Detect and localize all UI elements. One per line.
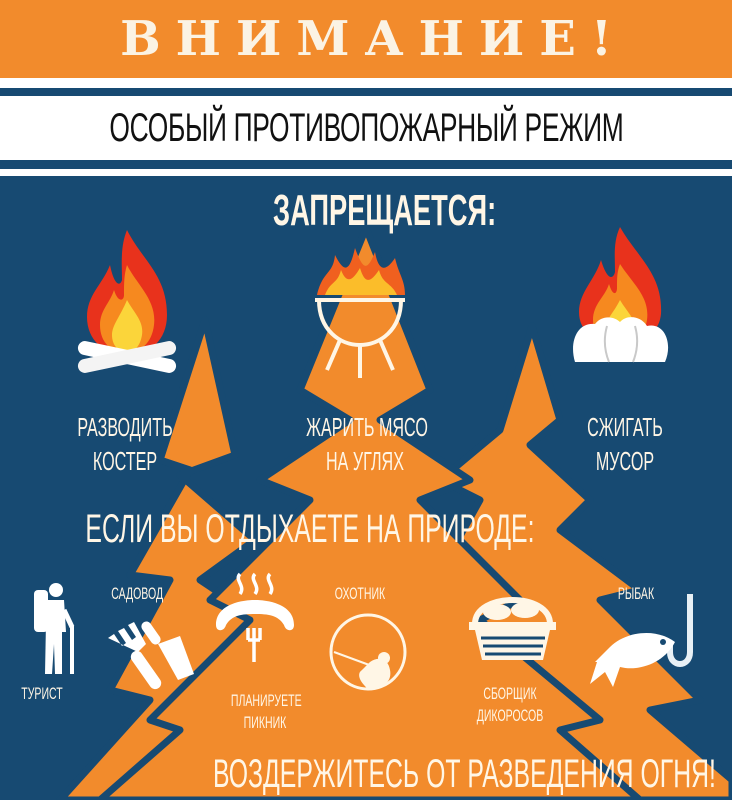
label-line: СЖИГАТЬ: [587, 412, 663, 442]
role-label-picnic: ПЛАНИРУЕТЕ ПИКНИК: [230, 690, 302, 734]
label-line: НА УГЛЯХ: [326, 446, 404, 476]
fish-hook-icon: [590, 594, 693, 687]
role-label-fisherman: РЫБАК: [617, 584, 655, 603]
label-line: ПИКНИК: [243, 713, 287, 732]
burning-trash-icon: [573, 227, 669, 363]
regime-title: ОСОБЫЙ ПРОТИВОПОЖАРНЫЙ РЕЖИМ: [108, 105, 624, 150]
role-label-gardener: САДОВОД: [111, 584, 164, 603]
attention-banner: ВНИМАНИЕ!: [0, 0, 732, 78]
prohibited-item-campfire: РАЗВОДИТЬ КОСТЕР: [75, 410, 174, 478]
divider-white: [0, 169, 732, 176]
outdoors-heading: ЕСЛИ ВЫ ОТДЫХАЕТЕ НА ПРИРОДЕ:: [85, 507, 535, 551]
hunter-icon: [329, 613, 407, 691]
prohibited-item-trash: СЖИГАТЬ МУСОР: [575, 410, 674, 478]
garden-tools-icon: [108, 621, 194, 690]
label-line: СБОРЩИК: [483, 684, 537, 703]
role-label-gatherer: СБОРЩИК ДИКОРОСОВ: [476, 683, 544, 727]
sausage-fork-icon: [216, 572, 294, 662]
mushroom-basket-icon: [469, 597, 556, 660]
left-tree: [56, 316, 334, 800]
hiker-icon: [34, 583, 75, 674]
divider-blue: [0, 88, 732, 96]
label-line: РАЗВОДИТЬ: [77, 412, 173, 442]
divider-blue: [0, 160, 732, 169]
campfire-icon: [77, 230, 177, 373]
label-line: МУСОР: [595, 446, 655, 476]
grill-icon: [315, 248, 405, 378]
prohibited-heading: ЗАПРЕЩАЕТСЯ:: [273, 186, 497, 235]
label-line: КОСТЕР: [92, 446, 158, 476]
label-line: ДИКОРОСОВ: [476, 706, 544, 725]
label-line: ПЛАНИРУЕТЕ: [230, 691, 302, 710]
attention-title: ВНИМАНИЕ!: [120, 11, 627, 67]
divider-white: [0, 78, 732, 88]
role-label-tourist: ТУРИСТ: [21, 684, 63, 703]
role-label-hunter: ОХОТНИК: [334, 584, 386, 603]
label-line: ЖАРИТЬ МЯСО: [306, 412, 428, 442]
regime-banner: ОСОБЫЙ ПРОТИВОПОЖАРНЫЙ РЕЖИМ: [0, 96, 732, 160]
prohibited-item-grill: ЖАРИТЬ МЯСО НА УГЛЯХ: [306, 410, 428, 478]
footer-warning: ВОЗДЕРЖИТЕСЬ ОТ РАЗВЕДЕНИЯ ОГНЯ!: [213, 752, 716, 796]
